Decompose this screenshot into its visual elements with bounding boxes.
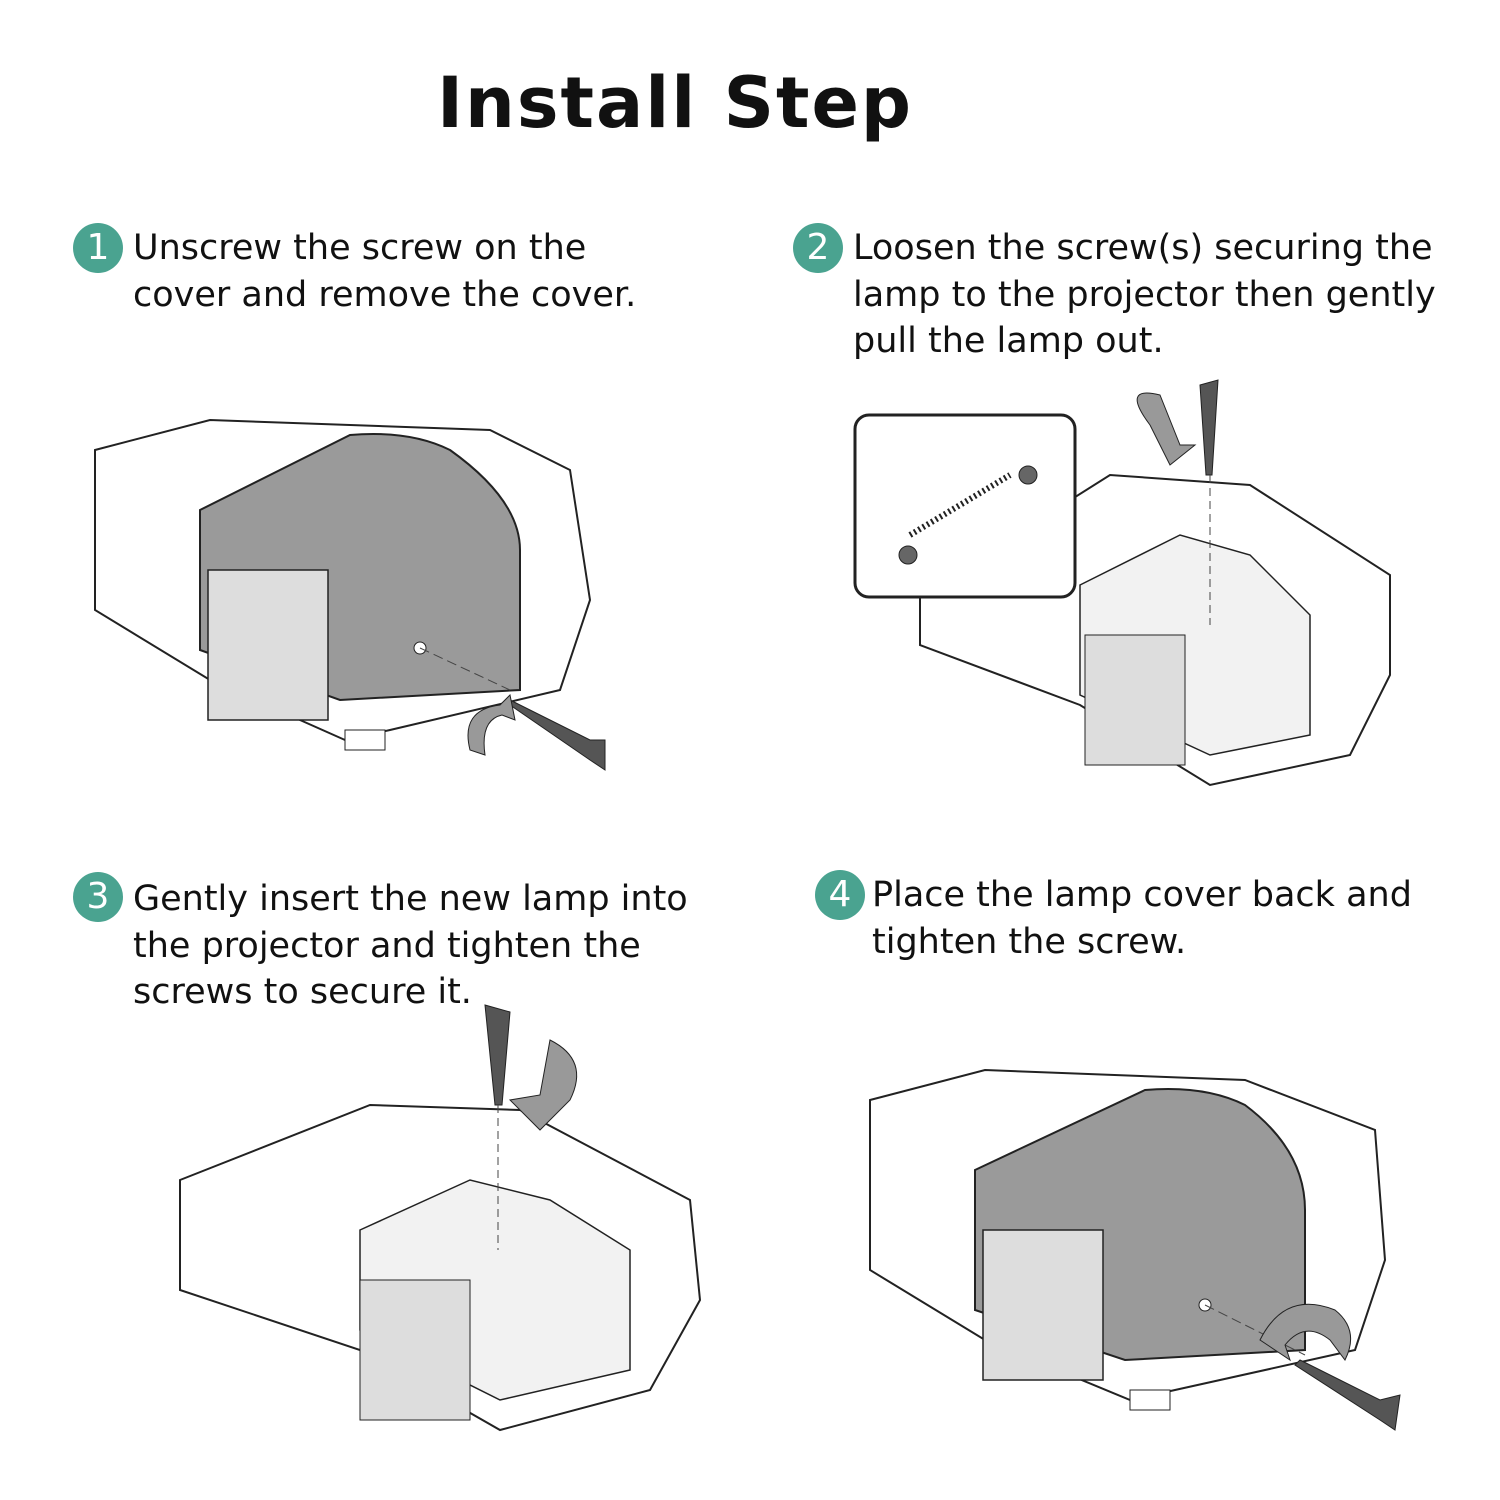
- screwdriver-icon: [484, 1004, 511, 1106]
- step-1-line: Unscrew the screw on the: [133, 228, 587, 268]
- page-title: Install Step: [436, 62, 914, 144]
- projector-cover-closed-illustration: [94, 418, 606, 771]
- rotate-arrow-icon: [508, 1039, 578, 1131]
- step-1-text: Unscrew the screw on the cover and remov…: [133, 225, 636, 318]
- step-4-badge: 4: [815, 870, 865, 920]
- rotate-arrow-icon: [1259, 1303, 1352, 1362]
- step-2-text: Loosen the screw(s) securing the lamp to…: [853, 225, 1436, 365]
- step-4-text: Place the lamp cover back and tighten th…: [872, 872, 1412, 965]
- zoom-inset: [853, 413, 1077, 599]
- step-3-line: Gently insert the new lamp into: [133, 879, 688, 919]
- projector-cover-replaced-illustration: [869, 1068, 1401, 1431]
- projector-lamp-insert-illustration: [179, 1004, 702, 1432]
- step-2-line: Loosen the screw(s) securing the: [853, 228, 1433, 268]
- screwdriver-icon: [509, 699, 606, 771]
- step-2-badge: 2: [793, 223, 843, 273]
- rotate-arrow-icon: [467, 693, 516, 756]
- step-2-line: pull the lamp out.: [853, 321, 1164, 361]
- step-4-line: tighten the screw.: [872, 921, 1187, 962]
- step-3-line: screws to secure it.: [133, 972, 472, 1012]
- screwdriver-icon: [1199, 379, 1219, 476]
- step-1-badge: 1: [73, 223, 123, 273]
- step-3-text: Gently insert the new lamp into the proj…: [133, 876, 688, 1016]
- step-2-line: lamp to the projector then gently: [853, 274, 1436, 315]
- step-4-line: Place the lamp cover back and: [872, 875, 1412, 915]
- step-3-line: the projector and tighten the: [133, 925, 641, 966]
- screwdriver-icon: [1294, 1359, 1401, 1431]
- step-3-badge: 3: [73, 872, 123, 922]
- projector-lamp-removal-illustration: [853, 379, 1391, 787]
- step-1-line: cover and remove the cover.: [133, 274, 637, 315]
- rotate-arrow-icon: [1136, 392, 1197, 466]
